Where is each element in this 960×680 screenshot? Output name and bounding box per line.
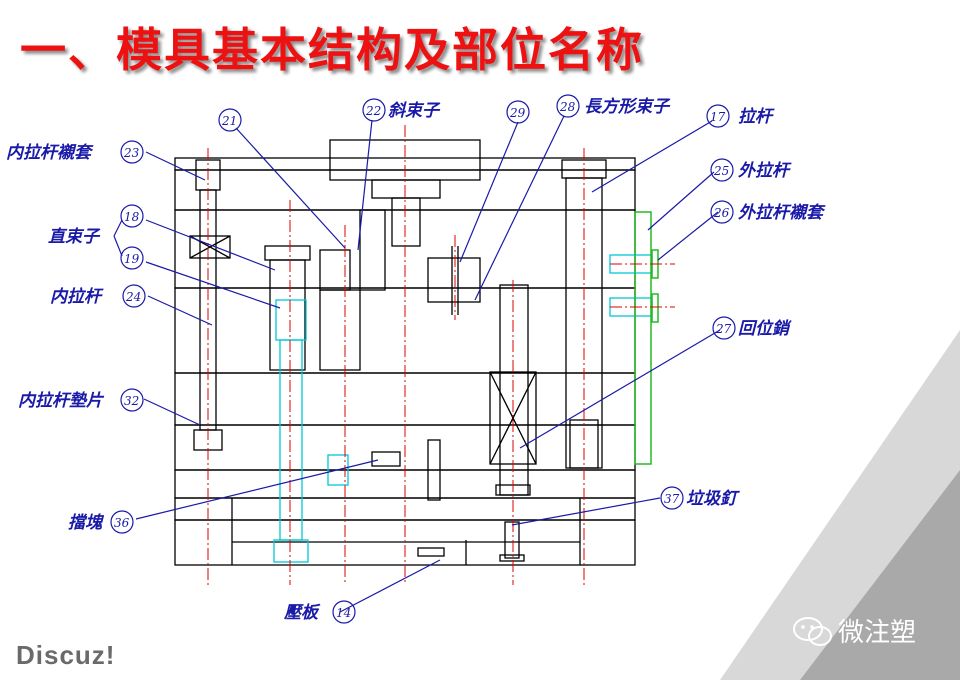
wechat-icon <box>793 617 832 646</box>
label-37: 37 垃圾釘 <box>660 486 740 510</box>
label-25-number: 25 <box>713 164 729 178</box>
label-22-number: 22 <box>365 104 381 118</box>
label-26-number: 26 <box>713 206 730 220</box>
label-36: 擋塊 36 <box>68 510 134 534</box>
label-36-text: 擋塊 <box>68 513 105 533</box>
label-36-number: 36 <box>114 516 130 530</box>
label-29: 29 <box>506 100 530 124</box>
label-27: 27 回位銷 <box>712 316 792 340</box>
discuz-watermark: Discuz! <box>16 640 116 670</box>
label-14-text: 壓板 <box>283 603 321 623</box>
label-29-number: 29 <box>509 106 526 120</box>
label-24: 内拉杆 24 <box>50 284 146 308</box>
label-28-text: 長方形束子 <box>584 97 671 117</box>
label-18-number: 18 <box>124 210 140 224</box>
label-32: 内拉杆墊片 32 <box>18 388 144 412</box>
label-21: 21 <box>218 108 242 132</box>
label-25: 25 外拉杆 <box>710 158 792 182</box>
wechat-watermark: 微注塑 <box>838 617 917 647</box>
label-14: 壓板 14 <box>283 600 356 624</box>
background-wedge-dark <box>800 470 960 680</box>
label-zhishuzi: 直束子 <box>48 227 101 247</box>
label-23: 内拉杆襯套 23 <box>6 140 144 164</box>
label-19: 19 <box>120 246 144 270</box>
label-26: 26 外拉杆襯套 <box>710 200 826 224</box>
leader-lines <box>113 115 721 613</box>
label-14-number: 14 <box>336 606 351 620</box>
label-zhishuzi-text: 直束子 <box>48 227 101 247</box>
label-18: 18 <box>120 204 144 228</box>
page-title: 一、模具基本结构及部位名称 <box>20 23 644 77</box>
label-28: 28 長方形束子 <box>556 94 671 118</box>
label-22-text: 斜束子 <box>388 101 441 121</box>
label-17-number: 17 <box>710 110 726 124</box>
label-22: 22 斜束子 <box>362 98 441 122</box>
label-32-text: 内拉杆墊片 <box>18 391 105 411</box>
label-37-text: 垃圾釘 <box>686 489 740 509</box>
label-17-text: 拉杆 <box>738 107 775 127</box>
label-27-text: 回位銷 <box>738 319 792 339</box>
label-37-number: 37 <box>664 492 680 506</box>
green-outer-pull-rod <box>634 211 659 465</box>
label-23-number: 23 <box>123 146 140 160</box>
label-32-number: 32 <box>124 394 139 408</box>
label-23-text: 内拉杆襯套 <box>6 143 94 163</box>
center-lines <box>207 125 675 585</box>
label-19-number: 19 <box>124 252 140 266</box>
label-21-number: 21 <box>221 114 237 128</box>
label-17: 17 拉杆 <box>706 104 775 128</box>
cyan-components <box>273 254 653 563</box>
label-27-number: 27 <box>715 322 732 336</box>
label-28-number: 28 <box>559 100 576 114</box>
label-24-number: 24 <box>125 290 141 304</box>
label-25-text: 外拉杆 <box>737 161 792 181</box>
label-24-text: 内拉杆 <box>50 287 104 307</box>
label-26-text: 外拉杆襯套 <box>737 203 826 223</box>
